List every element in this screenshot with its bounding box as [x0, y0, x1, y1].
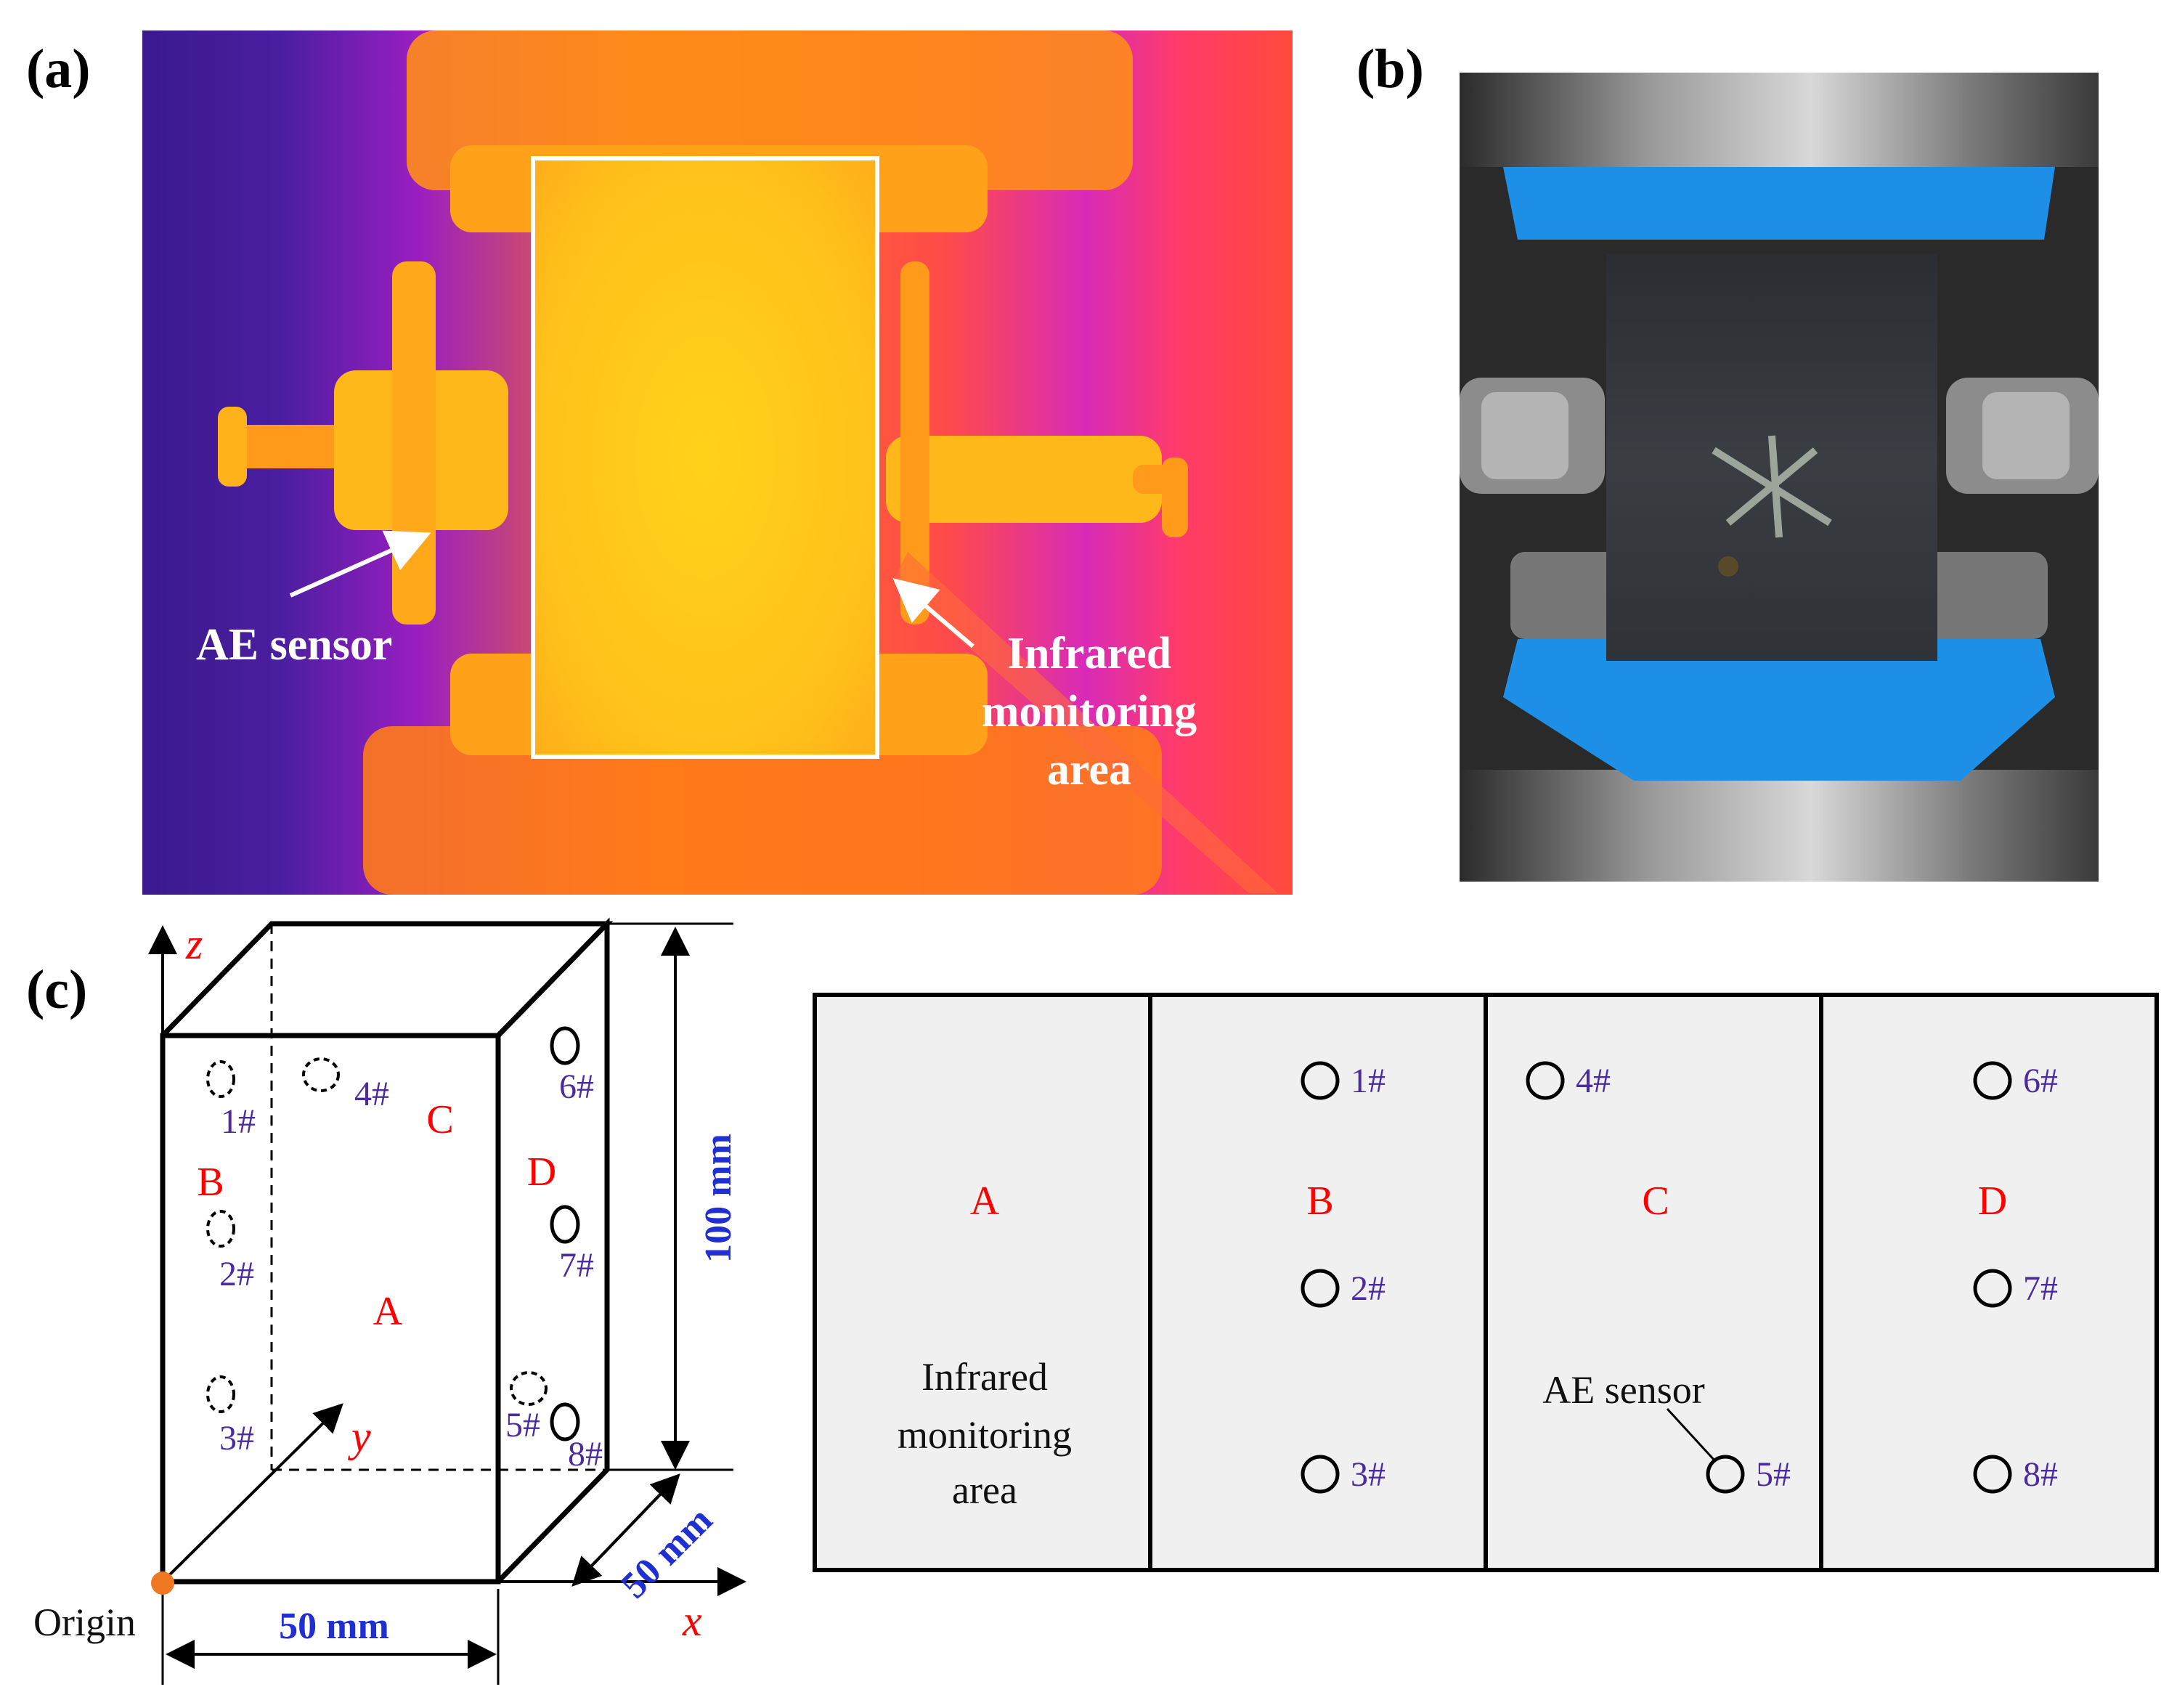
cube-face-d: D: [527, 1150, 556, 1195]
cube-sensor-6-label: 6#: [559, 1068, 594, 1106]
infrared-area-arrow: [892, 578, 974, 648]
y-axis: [161, 1403, 343, 1583]
cube-sensor-4-label: 4#: [354, 1075, 389, 1113]
unfolded-sensor-1-label: 1#: [1351, 1062, 1385, 1100]
unfolded-sensor-2-label: 2#: [1351, 1269, 1385, 1308]
unfolded-sensor-4: [1526, 1061, 1565, 1100]
infrared-monitoring-box: [531, 156, 879, 759]
cube-sensor-5: [510, 1371, 548, 1406]
z-axis-label: z: [185, 920, 203, 968]
unfolded-face-a: A: [970, 1179, 1000, 1224]
width-dimension: 50 mm: [279, 1606, 389, 1647]
unfolded-sensor-4-label: 4#: [1576, 1062, 1611, 1100]
height-dimension: 100 mm: [698, 1134, 739, 1263]
infrared-callout-line1: Infrared: [1007, 629, 1171, 678]
unfolded-sensor-6-label: 6#: [2023, 1062, 2058, 1100]
infrared-callout-line3: area: [1047, 745, 1131, 794]
cube-sensor-1-label: 1#: [221, 1102, 256, 1141]
ae-sensor-arrow: [289, 530, 431, 598]
y-axis-label: y: [347, 1412, 371, 1460]
cube-sensor-7: [550, 1205, 580, 1244]
ae-sensor-callout: AE sensor: [196, 620, 392, 670]
unfolded-sensor-6: [1973, 1061, 2012, 1100]
cube-sensor-5-label: 5#: [505, 1406, 540, 1444]
cube-face-b: B: [197, 1160, 224, 1205]
cube-sensor-2-label: 2#: [219, 1255, 254, 1293]
cube-sensor-2: [206, 1210, 235, 1248]
origin-label: Origin: [33, 1601, 136, 1644]
unfolded-ae-sensor-label: AE sensor: [1542, 1368, 1704, 1412]
cube-sensor-8-label: 8#: [568, 1435, 603, 1473]
unfolded-face-c: C: [1642, 1179, 1669, 1224]
cube-face-c: C: [426, 1097, 453, 1142]
unfolded-sensor-3: [1301, 1455, 1340, 1494]
cube-sensor-8: [550, 1402, 580, 1441]
unfolded-infrared-line3: area: [952, 1468, 1017, 1512]
unfolded-infrared-line1: Infrared: [921, 1355, 1048, 1399]
unfolded-sensor-8-label: 8#: [2023, 1455, 2058, 1494]
specimen-photo: [1460, 73, 2099, 882]
cube-sensor-6: [550, 1026, 580, 1065]
infrared-image: [142, 30, 1293, 895]
cube-front-face: [160, 1033, 501, 1585]
unfolded-infrared-line2: monitoring: [898, 1413, 1072, 1457]
panel-b-label: (b): [1356, 38, 1424, 99]
panel-a-label: (a): [26, 38, 91, 99]
unfolded-surfaces: A B C D Infrared monitoring area 1# 2# 3…: [813, 993, 2159, 1572]
unfolded-sensor-5: [1706, 1455, 1745, 1494]
ae-sensor-leader: [1666, 1407, 1717, 1463]
unfolded-sensor-8: [1973, 1455, 2012, 1494]
x-axis-label: x: [682, 1597, 702, 1645]
unfolded-sensor-7: [1973, 1269, 2012, 1308]
cube-sensor-4: [302, 1057, 340, 1092]
cube-sensor-7-label: 7#: [559, 1246, 594, 1285]
cube-sensor-3-label: 3#: [219, 1419, 254, 1457]
unfolded-face-b: B: [1306, 1179, 1333, 1224]
cube-sensor-1: [206, 1060, 235, 1098]
unfolded-sensor-2: [1301, 1269, 1340, 1308]
unfolded-sensor-3-label: 3#: [1351, 1455, 1385, 1494]
unfolded-sensor-1: [1301, 1061, 1340, 1100]
unfolded-sensor-5-label: 5#: [1756, 1455, 1791, 1494]
unfolded-face-d: D: [1978, 1179, 2007, 1224]
unfolded-sensor-7-label: 7#: [2023, 1269, 2058, 1308]
cube-face-a: A: [373, 1289, 403, 1334]
depth-dimension: 50 mm: [614, 1500, 721, 1607]
panel-c-label: (c): [26, 959, 87, 1020]
infrared-callout-line2: monitoring: [982, 687, 1197, 736]
cube-sensor-3: [206, 1375, 235, 1413]
right-ae-clamp: [886, 261, 1278, 893]
origin-dot: [151, 1571, 174, 1595]
cube-schematic: z x y 100 mm 50 mm 50 mm Origin A B C: [33, 917, 746, 1685]
